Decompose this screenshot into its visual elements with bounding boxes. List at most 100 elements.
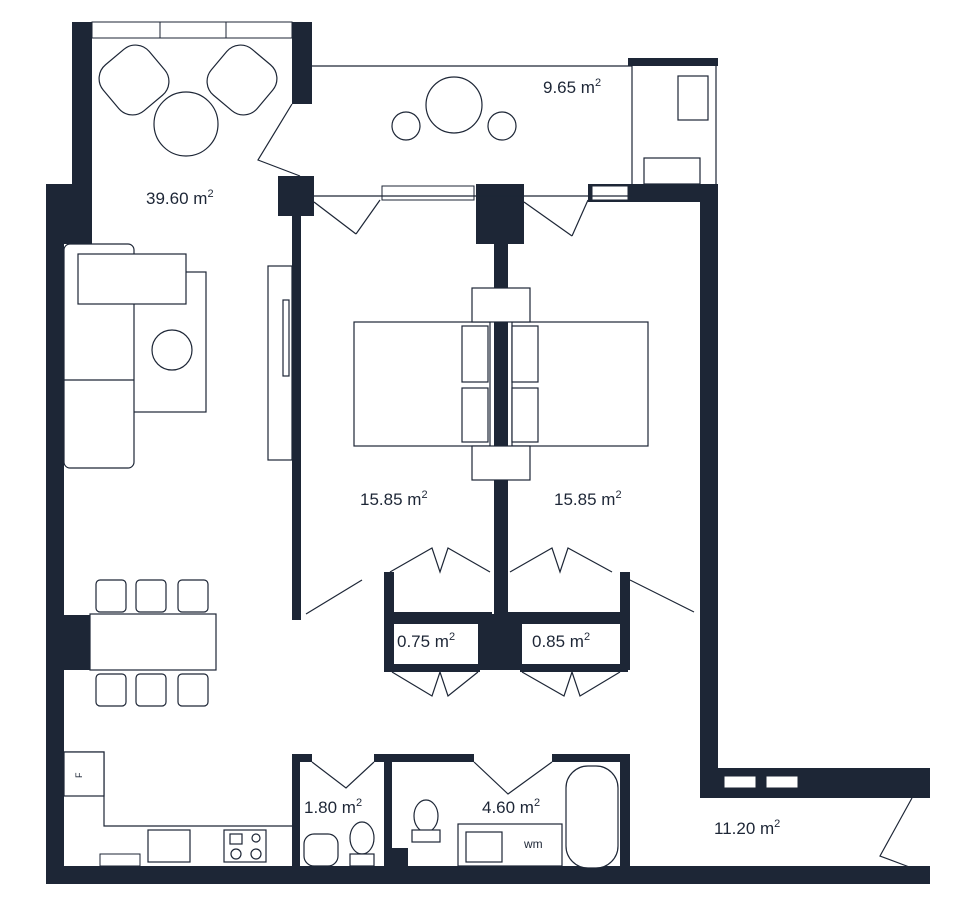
area-closet-right: 0.85 m2 [532,631,590,651]
door-bedroom-right [629,579,695,613]
bathroom-fixtures [303,765,619,869]
area-balcony: 9.65 m2 [543,77,601,97]
wall-bath-top-a [292,754,312,762]
fridge-label: F [74,772,84,778]
bath-toilet-tank [411,829,441,843]
closet-door-right-bottom [521,670,621,697]
area-bathroom: 4.60 m2 [482,797,540,817]
window-bottom-left [99,853,141,867]
pillow-right-2 [511,387,539,443]
wall-bottom-mid [384,848,408,884]
armchair-right [206,44,278,116]
wc-basin [303,833,339,867]
wall-bedroom-top-a [300,196,308,206]
wall-balcony-right [628,58,718,66]
wall-bedroom-divider [494,184,508,614]
door-bedroom-left [305,579,363,615]
area-hall: 11.20 m2 [714,818,780,838]
wall-living-right-upper [292,22,312,104]
wall-living-right [292,200,301,620]
pillow-left-1 [461,325,489,383]
pillow-right-1 [511,325,539,383]
wall-outer-right-upper [700,184,718,784]
pillow-left-2 [461,387,489,443]
area-bedroom-right: 15.85 m2 [554,489,622,509]
dining-table [89,613,217,671]
wc-toilet [349,821,375,855]
nightstand-top [471,287,531,323]
windows [91,21,799,867]
kitchen-sink [147,829,191,863]
wall-closet-bar-right [508,612,628,624]
area-wc: 1.80 m2 [304,797,362,817]
walls [46,22,930,884]
hob-4 [229,833,243,845]
wall-bottom-a [46,866,92,884]
bedroom-furniture [353,287,649,481]
wc-toilet-tank [349,853,375,867]
bath-toilet [413,799,439,833]
wall-bath-right [620,754,630,874]
wall-outer-left [46,184,64,884]
door-bedroom-right-top [523,201,573,237]
balcony-chair-right [487,111,517,141]
window-living-top [91,21,293,39]
sofa-chaise [77,253,187,305]
wall-left-stub [60,184,92,244]
dining-chair-3 [177,579,209,613]
window-bedroom-left [381,185,475,201]
window-bedroom-right [591,185,629,201]
wall-pillar-left [60,615,92,670]
living-round-table [153,91,219,157]
wall-closet-bottom-left [384,664,480,672]
wall-bath-left [292,754,300,884]
balcony [312,59,717,197]
door-bedroom-left-top-b [355,199,381,235]
armchair-left [98,44,170,116]
area-labels: 39.60 m2 9.65 m2 15.85 m2 15.85 m2 0.75 … [74,77,780,851]
hob-2 [250,848,262,860]
hob-1 [230,848,242,860]
dining-chair-2 [135,579,167,613]
washing-machine-label: wm [523,837,543,851]
door-bedroom-right-top-b [571,199,589,237]
wall-bottom-b [92,866,392,884]
coffee-table [151,329,193,371]
balcony-cabinet-bottom [643,157,701,185]
area-bedroom-left: 15.85 m2 [360,489,428,509]
balcony-cabinet-inner [677,75,709,121]
closet-door-left-bottom [391,670,479,698]
wall-outer-right-end [912,768,930,798]
tv [282,299,290,377]
area-closet-left: 0.75 m2 [397,631,455,651]
closet-door-left-top [389,547,491,574]
dining-chair-6 [177,673,209,707]
door-balcony [257,103,301,177]
wall-closet-bottom-right [520,664,628,672]
closet-door-right-top [509,547,613,574]
door-wc [311,761,375,789]
nightstand-bottom [471,445,531,481]
wall-bath-top-b [374,754,474,762]
living-furniture [63,44,293,863]
bath-sink [465,831,503,863]
balcony-chair-left [391,111,421,141]
door-bedroom-left-top [313,201,357,235]
dining-chair-1 [95,579,127,613]
door-hall [879,797,913,869]
wall-bottom-c [408,866,930,884]
hob-3 [251,833,261,843]
fridge [63,751,105,797]
closet-doors [257,103,913,869]
window-hall-1 [723,775,757,789]
wall-bath-mid [384,754,392,854]
wall-closet-bar-left [384,612,492,624]
wall-bath-top-c [552,754,630,762]
balcony-table [425,76,483,134]
window-hall-2 [765,775,799,789]
dining-chair-4 [95,673,127,707]
wall-bedroom-top-c [628,184,718,202]
dining-chair-5 [135,673,167,707]
balcony-cabinet [631,59,717,187]
